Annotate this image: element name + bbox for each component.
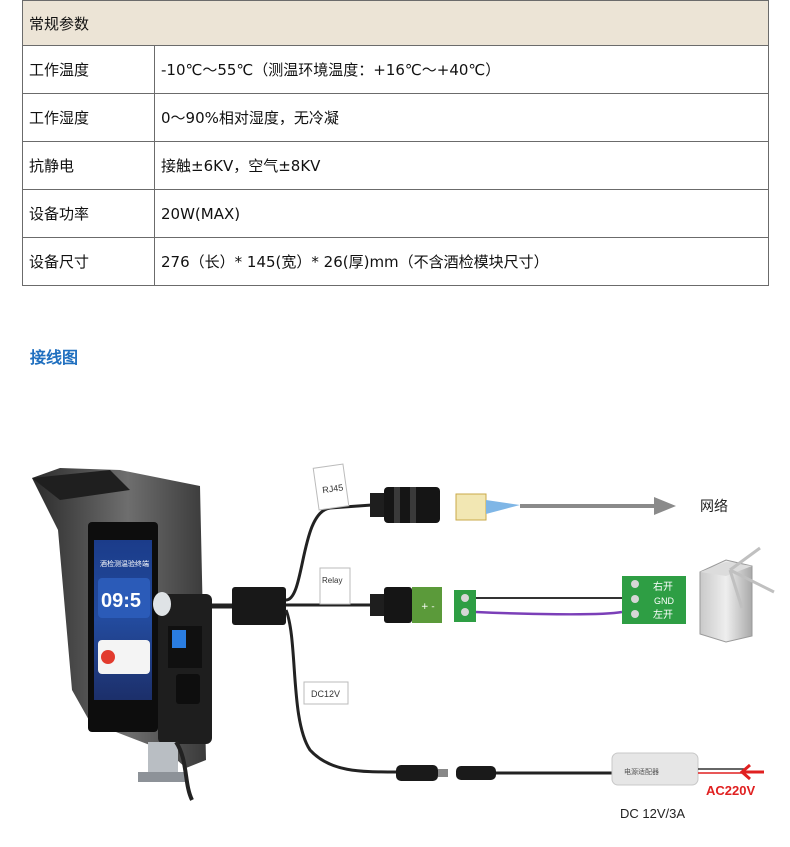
spec-table-header: 常规参数 — [22, 0, 769, 46]
rj45-tag — [312, 463, 350, 511]
alcohol-module — [158, 594, 212, 744]
main-connector — [232, 587, 286, 625]
relay-tag — [319, 567, 351, 605]
table-row: 设备功率 20W(MAX) — [22, 189, 769, 238]
rj45-connector — [370, 487, 520, 523]
spec-label: 设备尺寸 — [22, 237, 155, 286]
power-output-label: DC 12V/3A — [620, 806, 685, 821]
dc-tag — [303, 681, 349, 705]
table-row: 工作湿度 0～90%相对湿度，无冷凝 — [22, 93, 769, 142]
spec-table: 常规参数 工作温度 -10℃～55℃（测温环境温度：+16℃～+40℃） 工作湿… — [22, 0, 769, 286]
spec-table-header-row: 常规参数 — [22, 0, 769, 46]
network-arrow — [654, 497, 676, 515]
power-input-label: AC220V — [706, 783, 755, 798]
spec-value: -10℃～55℃（测温环境温度：+16℃～+40℃） — [154, 45, 769, 94]
adapter-label: 电源适配器 — [624, 767, 659, 776]
wiring-diagram: 酒检测温验终端 09:5 RJ45 Relay DC12V 网络 — [32, 463, 775, 821]
table-row: 抗静电 接触±6KV，空气±8KV — [22, 141, 769, 190]
terminal-device: 酒检测温验终端 09:5 — [32, 468, 212, 801]
relay-connector: + - — [370, 587, 476, 623]
table-row: 设备尺寸 276（长）* 145(宽）* 26(厚)mm（不含酒检模块尺寸） — [22, 237, 769, 286]
spec-value: 20W(MAX) — [154, 189, 769, 238]
spec-value: 接触±6KV，空气±8KV — [154, 141, 769, 190]
network-label: 网络 — [700, 499, 728, 515]
rj45-label: RJ45 — [322, 482, 344, 495]
svg-text:+ -: + - — [421, 602, 435, 612]
relay-label: Relay — [322, 576, 342, 585]
spec-label: 工作温度 — [22, 45, 155, 94]
section-title: 接线图 — [30, 348, 79, 367]
dc-label: DC12V — [311, 689, 340, 699]
device-time: 09:5 — [101, 590, 141, 612]
relay-terminal — [454, 590, 476, 622]
spec-value: 276（长）* 145(宽）* 26(厚)mm（不含酒检模块尺寸） — [154, 237, 769, 286]
spec-label: 设备功率 — [22, 189, 155, 238]
relay-wire-purple — [475, 610, 623, 616]
spec-label: 抗静电 — [22, 141, 155, 190]
table-row: 工作温度 -10℃～55℃（测温环境温度：+16℃～+40℃） — [22, 45, 769, 94]
dc-cable — [284, 609, 397, 774]
device-title: 酒检测温验终端 — [100, 559, 149, 568]
breath-nozzle — [153, 592, 171, 616]
turnstile-gate — [699, 546, 775, 643]
terminal-label-right: 右开 — [653, 580, 673, 593]
spec-label: 工作湿度 — [22, 93, 155, 142]
terminal-label-left: 左开 — [653, 608, 673, 621]
spec-value: 0～90%相对湿度，无冷凝 — [154, 93, 769, 142]
device-time-main: 09:5 — [101, 590, 141, 612]
terminal-label-gnd: GND — [654, 596, 675, 606]
dc-plug — [396, 765, 612, 781]
